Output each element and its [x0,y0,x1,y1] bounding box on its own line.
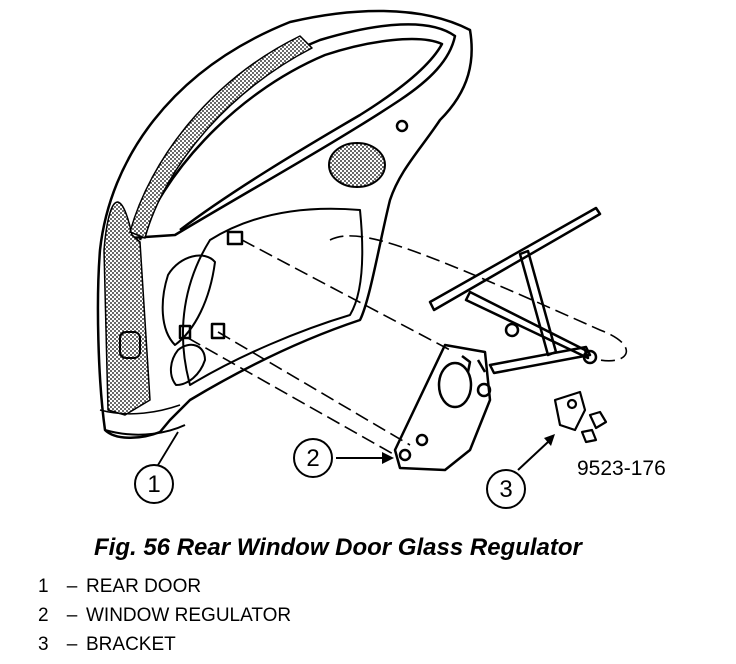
callout-2-label: 2 [306,445,319,472]
rear-door-illustration [96,9,473,439]
callout-3-label: 3 [499,476,512,503]
legend-item: 2–WINDOW REGULATOR [38,601,291,630]
legend: 1–REAR DOOR 2–WINDOW REGULATOR 3–BRACKET [38,572,291,659]
alignment-lines [187,235,628,456]
legend-dash: – [66,605,78,626]
legend-number: 2 [38,605,49,626]
regulator-diagram: 1 2 3 9523-176 [96,9,666,509]
callout-1: 1 [134,431,179,504]
legend-label: WINDOW REGULATOR [86,605,292,626]
callout-2: 2 [293,438,394,478]
callout-3: 3 [486,434,555,509]
legend-number: 3 [38,634,49,655]
legend-label: REAR DOOR [86,576,202,597]
bracket-illustration [553,390,608,444]
legend-dash: – [66,634,78,655]
legend-dash: – [66,576,78,597]
legend-number: 1 [38,576,49,597]
callout-1-label: 1 [147,471,160,498]
reference-code: 9523-176 [577,457,666,480]
window-regulator-illustration [393,206,602,472]
legend-item: 1–REAR DOOR [38,572,291,601]
legend-label: BRACKET [86,634,176,655]
figure-caption: Fig. 56 Rear Window Door Glass Regulator [94,534,582,561]
legend-item: 3–BRACKET [38,630,291,659]
